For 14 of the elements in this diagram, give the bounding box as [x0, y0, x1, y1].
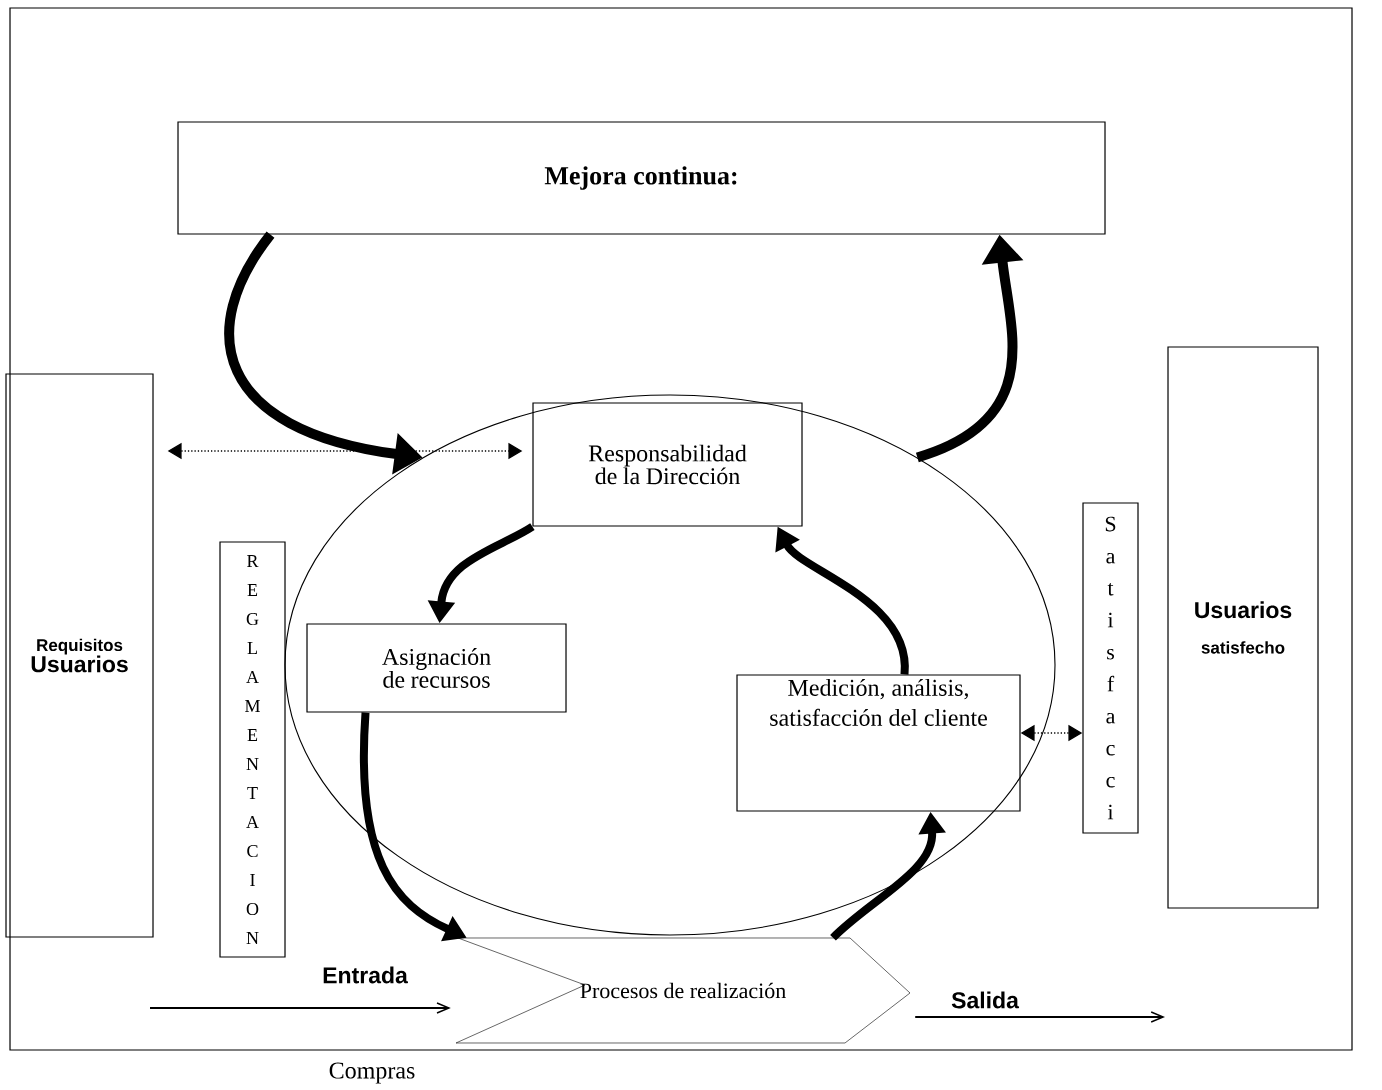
vertical-box: REGLAMENTACION	[219, 541, 286, 958]
side-box: Requisitos Usuarios	[5, 373, 154, 938]
edge-label: Salida	[951, 991, 1020, 1009]
side-box: Usuarios satisfecho	[1167, 346, 1319, 909]
process-box: Medición, análisis, satisfacción del cliente	[736, 674, 1021, 812]
ellipse	[284, 394, 1056, 936]
edge-label: Entrada	[323, 966, 408, 984]
vertical-box: Satisfacci	[1082, 502, 1139, 834]
arrow	[914, 1011, 1165, 1023]
process-box: Responsabilidad de la Dirección	[532, 402, 803, 527]
caption-text: Compras	[329, 1062, 415, 1084]
process-box: Asignación de recursos	[306, 623, 567, 713]
arrow	[149, 1002, 451, 1014]
heading-box: Mejora continua:	[177, 121, 1106, 235]
